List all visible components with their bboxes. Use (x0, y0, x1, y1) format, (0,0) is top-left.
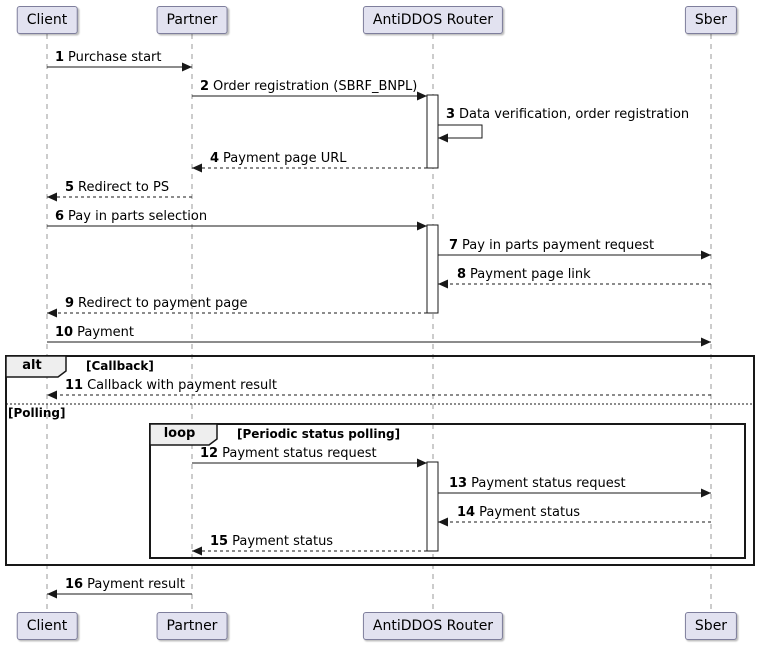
message-number: 6 (55, 209, 65, 224)
polling-divider-label: [Polling] (8, 406, 66, 420)
message-number: 9 (65, 296, 75, 311)
message-text: Payment page link (470, 267, 591, 282)
participant-sber-top: Sber (684, 6, 738, 34)
participant-label: AntiDDOS Router (372, 618, 494, 634)
message-number: 12 (200, 446, 219, 461)
message-text: Payment result (87, 577, 185, 592)
message-text: Purchase start (68, 50, 162, 65)
alt-header-pentagon (5, 355, 67, 378)
message-number: 11 (65, 378, 84, 393)
message-text: Data verification, order registration (459, 107, 690, 122)
participant-client-top: Client (16, 6, 78, 34)
participant-sber-bottom: Sber (684, 612, 738, 640)
message-number: 3 (446, 107, 456, 122)
alt-keyword: alt (22, 358, 42, 373)
participant-label: AntiDDOS Router (372, 12, 494, 28)
message-number: 14 (457, 505, 476, 520)
message-number: 4 (210, 151, 220, 166)
message-text: Callback with payment result (87, 378, 277, 393)
participant-label: Client (26, 12, 68, 28)
alt-frame-border (5, 355, 755, 566)
participant-label: Partner (166, 618, 218, 634)
message-number: 1 (55, 50, 65, 65)
loop-keyword: loop (163, 426, 196, 441)
alt-condition: [Callback] (86, 359, 154, 373)
activation-bar-1 (426, 94, 439, 169)
loop-frame-border (149, 423, 746, 559)
message-text: Pay in parts selection (68, 209, 208, 224)
participant-label: Client (26, 618, 68, 634)
message-text: Payment (77, 325, 135, 340)
participant-partner-bottom: Partner (156, 612, 228, 640)
message-text: Redirect to PS (78, 180, 170, 195)
participant-label: Sber (694, 12, 728, 28)
message-number: 15 (210, 534, 229, 549)
activation-bar-2 (426, 224, 439, 314)
participant-client-bottom: Client (16, 612, 78, 640)
message-text: Payment status request (471, 476, 626, 491)
participant-antiddos-router-bottom: AntiDDOS Router (362, 612, 504, 640)
message-text: Order registration (SBRF_BNPL) (213, 79, 418, 94)
message-number: 8 (457, 267, 467, 282)
message-number: 7 (449, 238, 459, 253)
message-number: 16 (65, 577, 84, 592)
message-text: Payment status request (222, 446, 377, 461)
loop-header-pentagon (149, 423, 218, 446)
participant-partner-top: Partner (156, 6, 228, 34)
activation-bar-3 (426, 461, 439, 552)
message-text: Payment status (232, 534, 334, 549)
message-text: Redirect to payment page (78, 296, 248, 311)
message-number: 10 (55, 325, 74, 340)
participant-label: Partner (166, 12, 218, 28)
message-text: Pay in parts payment request (462, 238, 655, 253)
participant-label: Sber (694, 618, 728, 634)
message-3-self-arrow (438, 124, 483, 143)
message-number: 13 (449, 476, 468, 491)
loop-condition: [Periodic status polling] (237, 427, 401, 441)
message-text: Payment status (479, 505, 581, 520)
message-number: 2 (200, 79, 210, 94)
participant-antiddos-router-top: AntiDDOS Router (362, 6, 504, 34)
message-text: Payment page URL (223, 151, 347, 166)
message-number: 5 (65, 180, 75, 195)
